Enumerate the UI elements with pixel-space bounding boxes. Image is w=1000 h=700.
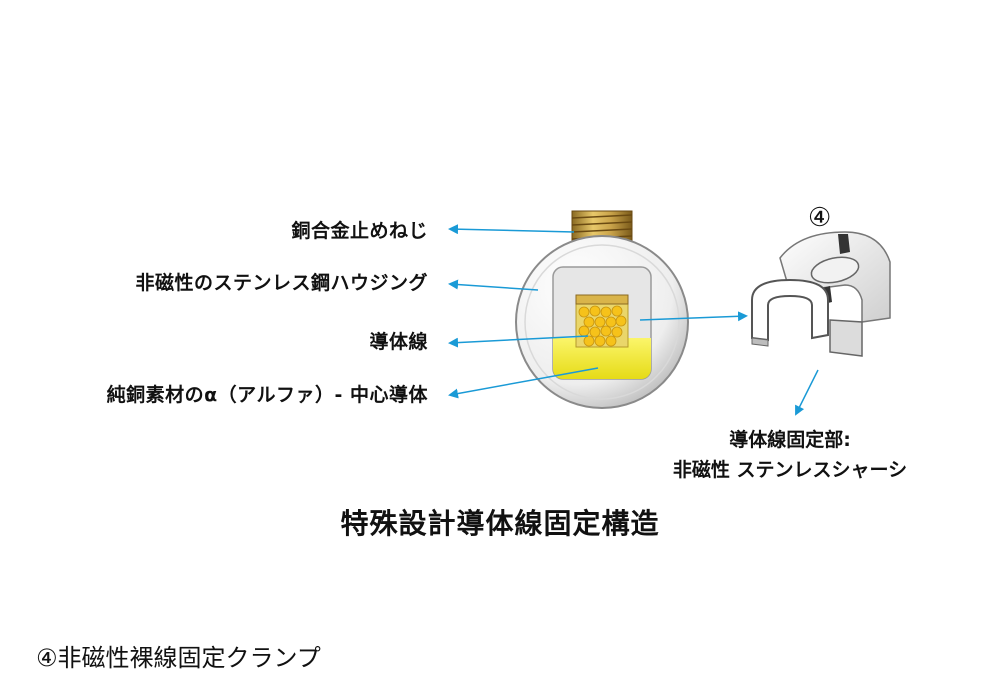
arrow-icon	[639, 311, 748, 322]
arrow-icon	[795, 369, 819, 416]
bottom-caption: ④非磁性裸線固定クランプ	[36, 644, 321, 672]
arrow-icon	[448, 335, 589, 348]
structure-title: 特殊設計導体線固定構造	[340, 507, 660, 540]
callout-brass-screw: 銅合金止めねじ	[291, 220, 428, 242]
arrow-icon	[448, 224, 575, 235]
callout-arrows	[448, 224, 819, 416]
part-number-label: ④	[808, 203, 832, 233]
arrow-icon	[448, 367, 599, 399]
clamp-illustration	[751, 231, 891, 357]
arrow-icon	[448, 279, 539, 291]
callout-conductor-wire: 導体線	[369, 331, 428, 353]
callout-copper-core: 純銅素材のα（アルファ）- 中心導体	[106, 384, 428, 406]
copper-core	[553, 338, 651, 379]
clamp-label-line2: 非磁性 ステンレスシャーシ	[672, 459, 908, 481]
callout-stainless-housing: 非磁性のステンレス鋼ハウジング	[135, 272, 428, 294]
clamp-label: 導体線固定部: 非磁性 ステンレスシャーシ	[640, 425, 940, 485]
clamp-label-line1: 導体線固定部:	[729, 429, 851, 451]
housing-cross-section	[515, 210, 689, 409]
conductor-strands	[575, 294, 629, 348]
